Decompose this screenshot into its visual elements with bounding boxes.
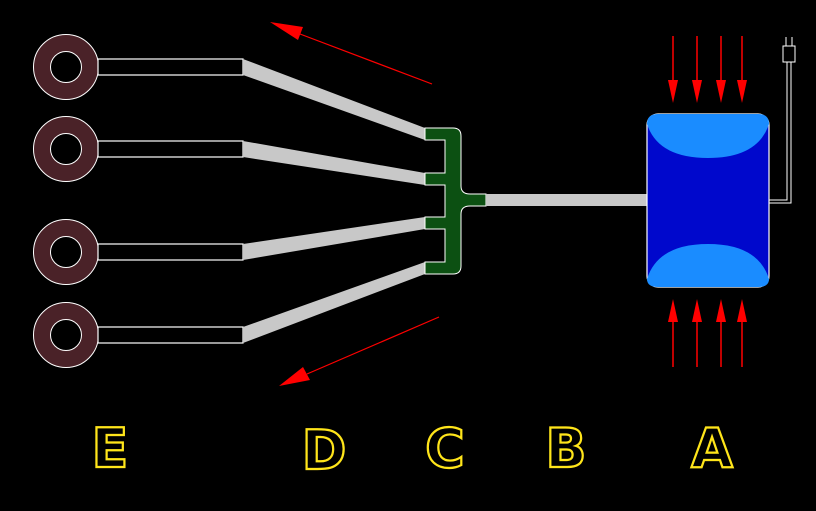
ring-connector-icon (33, 302, 99, 368)
ring-connectors (33, 34, 99, 368)
ring-connector-icon (33, 219, 99, 285)
arrows-top (668, 36, 747, 103)
diagonal-arrows (270, 22, 440, 386)
lead-4 (97, 326, 244, 344)
ring-connector-icon (33, 116, 99, 182)
arrow-icon (668, 36, 678, 103)
lead-2 (97, 140, 244, 158)
chamber-icon (646, 113, 770, 288)
power-plug-icon (769, 37, 796, 204)
manifold-icon (424, 127, 487, 275)
arrow-icon (692, 36, 702, 103)
lead-3 (97, 243, 244, 261)
arrow-icon (737, 299, 747, 367)
label-c: C (425, 417, 465, 480)
tube-2 (243, 141, 425, 185)
arrow-icon (668, 299, 678, 367)
label-b: B (545, 417, 586, 480)
ring-connector-icon (33, 34, 99, 100)
arrow-icon (716, 299, 726, 367)
arrow-icon (692, 299, 702, 367)
tube-4 (243, 262, 425, 343)
tube-1 (243, 59, 425, 140)
connecting-tube (486, 194, 648, 206)
arrows-bottom (668, 299, 747, 367)
tapered-tubes (243, 59, 425, 343)
straight-leads (97, 58, 244, 344)
arrow-icon (737, 36, 747, 103)
tube-3 (243, 217, 425, 260)
lead-1 (97, 58, 244, 76)
label-e: E (92, 417, 129, 480)
label-d: D (302, 419, 347, 482)
section-labels: E D C B A (90, 416, 734, 483)
label-a: A (691, 417, 733, 480)
arrow-icon (270, 22, 433, 85)
arrow-icon (279, 316, 440, 386)
arrow-icon (716, 36, 726, 103)
